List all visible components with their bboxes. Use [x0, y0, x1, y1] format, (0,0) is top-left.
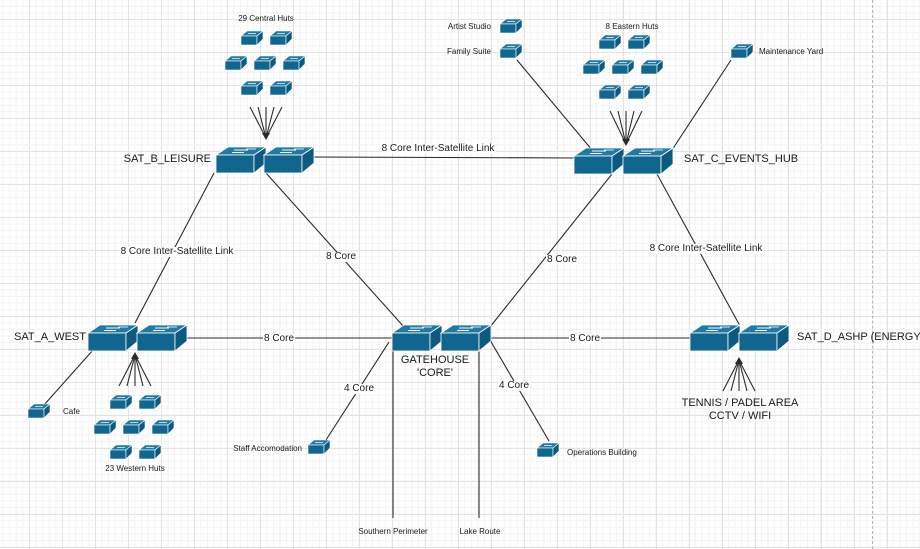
switch-family-suite[interactable] [499, 43, 523, 59]
switch-sat-a[interactable] [87, 324, 188, 352]
sat-c-label: SAT_C_EVENTS_HUB [684, 153, 799, 165]
central-huts-cluster[interactable] [224, 30, 306, 96]
sat-a-label: SAT_A_WEST [14, 331, 86, 343]
family-suite-label: Family Suite [446, 47, 491, 56]
eastern-huts-cluster[interactable] [582, 34, 664, 100]
switch-maintenance-yard[interactable] [730, 43, 754, 59]
southern-perimeter-label: Southern Perimeter [358, 527, 428, 536]
switch-sat-b[interactable] [215, 146, 315, 174]
switch-gatehouse-core[interactable] [391, 324, 492, 352]
switch-cafe[interactable] [27, 403, 51, 419]
cafe-label: Cafe [63, 407, 80, 416]
staff-accomodation-label: Staff Accomodation [233, 444, 302, 453]
core-label-line1: GATEHOUSE [400, 354, 470, 366]
link-label-a-core: 8 Core [262, 333, 296, 344]
link-a-cafe [43, 349, 94, 406]
switch-artist-studio[interactable] [499, 18, 523, 34]
link-label-core-d: 8 Core [568, 333, 602, 344]
link-label-core-staff: 4 Core [342, 383, 376, 394]
lake-route-label: Lake Route [459, 527, 501, 536]
sat-d-label: SAT_D_ASHP (ENERGY) [797, 331, 920, 343]
core-label-line2: 'CORE' [417, 367, 453, 379]
link-b-c [312, 156, 579, 159]
western-huts-label: 23 Western Huts [105, 464, 165, 473]
switch-staff-accomodation[interactable] [307, 439, 331, 455]
page-break-line [872, 0, 873, 549]
link-label-c-core: 8 Core [545, 254, 579, 265]
fan-tennis [722, 359, 756, 392]
link-familysuite-c [516, 59, 593, 151]
link-c-core [489, 173, 613, 328]
switch-operations-building[interactable] [536, 442, 560, 458]
link-label-core-ops: 4 Core [497, 380, 531, 391]
link-b-core [265, 172, 405, 328]
link-label-b-core: 8 Core [324, 251, 358, 262]
link-label-b-c: 8 Core Inter-Satellite Link [380, 143, 496, 154]
arrowheads [131, 133, 743, 364]
switch-sat-c[interactable] [573, 147, 674, 175]
switch-sat-d[interactable] [689, 324, 790, 352]
western-huts-cluster[interactable] [93, 394, 175, 460]
maintenance-yard-label: Maintenance Yard [759, 47, 824, 56]
operations-building-label: Operations Building [567, 448, 637, 457]
eastern-huts-label: 8 Eastern Huts [605, 22, 659, 31]
artist-studio-label: Artist Studio [447, 22, 491, 31]
fan-eastern-huts [609, 110, 643, 145]
tennis-label-line2: CCTV / WIFI [708, 410, 772, 422]
link-maintenance-c [671, 59, 732, 151]
sat-b-label: SAT_B_LEISURE [123, 153, 211, 165]
central-huts-label: 29 Central Huts [238, 14, 294, 23]
fan-western-huts [118, 354, 152, 387]
tennis-label-line1: TENNIS / PADEL AREA [681, 397, 799, 409]
link-label-b-a: 8 Core Inter-Satellite Link [119, 246, 235, 257]
link-label-c-d: 8 Core Inter-Satellite Link [648, 243, 764, 254]
fan-central-huts [249, 106, 283, 139]
